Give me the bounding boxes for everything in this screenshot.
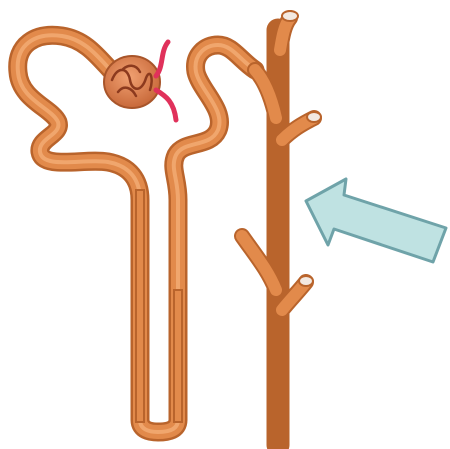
branch-mid-lumen (307, 112, 321, 122)
branch-top-lumen (282, 11, 298, 21)
ascending-limb (174, 290, 182, 422)
pointer-arrow-icon (306, 179, 446, 262)
arrow-shape (306, 179, 446, 262)
branch-low-lumen (299, 276, 313, 286)
glomerulus (104, 42, 176, 120)
collecting-duct (242, 11, 321, 445)
descending-limb (136, 190, 144, 422)
